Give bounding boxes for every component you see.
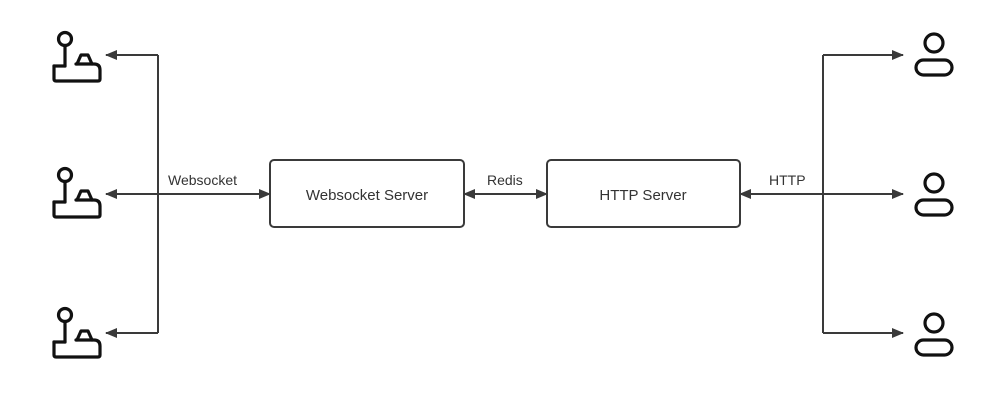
edge-label-http: HTTP: [769, 172, 806, 188]
joystick-icon: [52, 30, 102, 83]
joystick-icon: [52, 306, 102, 359]
http-server-label: HTTP Server: [599, 187, 686, 204]
user-icon: [914, 312, 954, 357]
websocket-fanout-connector: [105, 50, 271, 338]
websocket-server-node: Websocket Server: [269, 159, 465, 228]
edge-label-websocket: Websocket: [168, 172, 237, 188]
http-fanout-connector: [739, 50, 904, 338]
joystick-icon: [52, 166, 102, 219]
websocket-server-label: Websocket Server: [306, 187, 428, 204]
user-icon: [914, 172, 954, 217]
http-server-node: HTTP Server: [546, 159, 741, 228]
user-icon: [914, 32, 954, 77]
edge-label-redis: Redis: [487, 172, 523, 188]
